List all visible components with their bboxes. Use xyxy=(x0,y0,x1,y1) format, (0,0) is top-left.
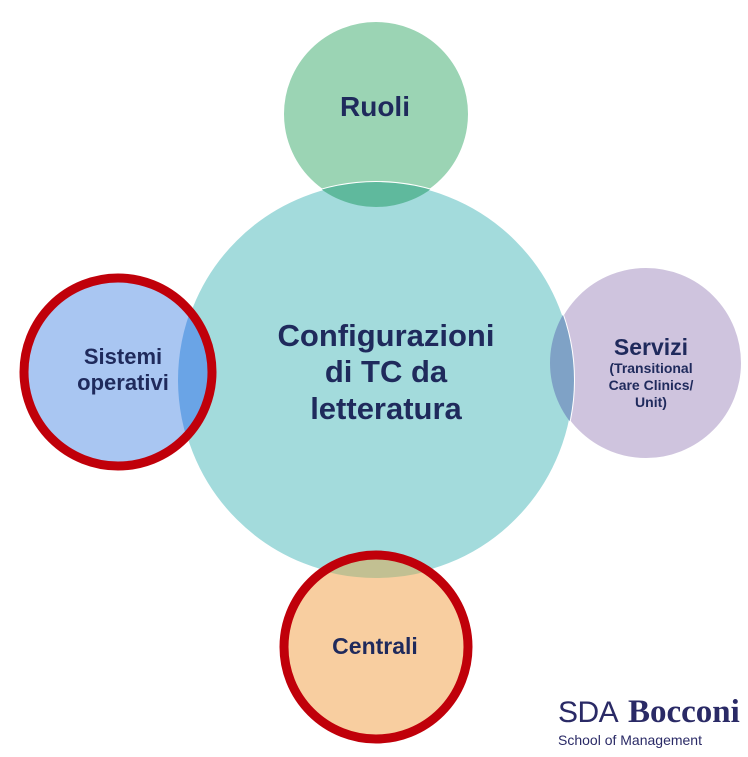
highlight-ring-left xyxy=(19,273,217,471)
node-center-label: Configurazioni di TC da letteratura xyxy=(236,318,536,427)
sda-bocconi-logo: SDA Bocconi School of Management xyxy=(556,690,748,757)
node-right-title: Servizi xyxy=(613,334,689,360)
node-center-line-3: letteratura xyxy=(310,390,462,426)
node-right-sub-line-1: (Transitional xyxy=(609,360,693,377)
node-right-label: Servizi (Transitional Care Clinics/ Unit… xyxy=(566,334,736,411)
node-center-line-1: Configurazioni xyxy=(277,318,495,353)
node-left-line-1: Sistemi xyxy=(83,344,163,369)
node-left-label: Sistemi operativi xyxy=(38,344,208,397)
highlight-ring-bottom xyxy=(279,550,473,744)
node-bottom-circle xyxy=(284,555,468,739)
logo-subtitle: School of Management xyxy=(558,732,702,748)
node-left-line-2: operativi xyxy=(77,370,169,396)
node-center-line-2: di TC da xyxy=(324,354,448,390)
node-right-sub-line-2: Care Clinics/ xyxy=(608,377,694,394)
node-bottom-label: Centrali xyxy=(332,633,418,659)
logo-sda-text: SDA xyxy=(558,696,619,729)
node-top-label: Ruoli xyxy=(340,91,410,122)
logo-bocconi-text: Bocconi xyxy=(628,694,740,730)
node-left-circle xyxy=(24,278,212,466)
node-right-sub-line-3: Unit) xyxy=(635,394,667,411)
